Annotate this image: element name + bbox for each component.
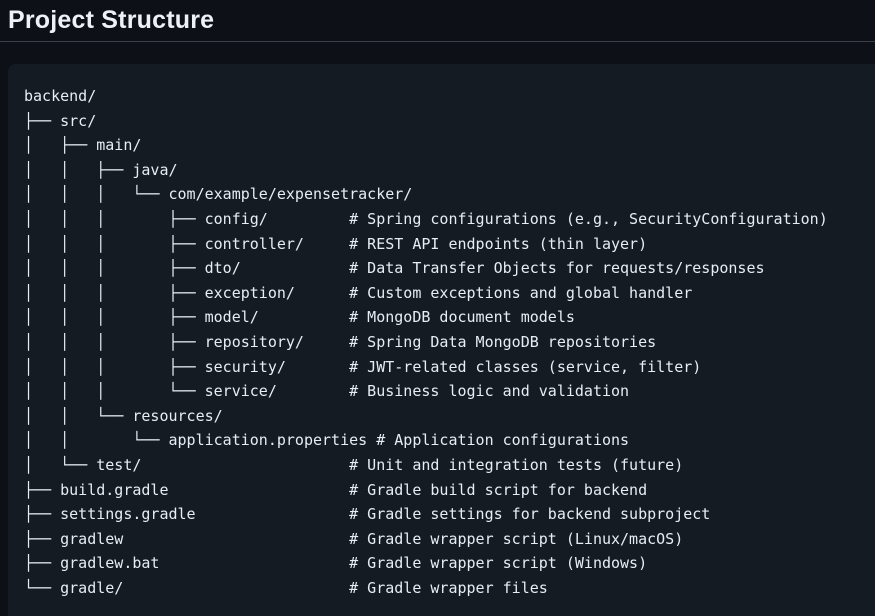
page-title: Project Structure <box>8 6 215 34</box>
project-structure-code-block: backend/ ├── src/ │ ├── main/ │ │ ├── ja… <box>8 64 875 616</box>
title-divider <box>0 41 875 42</box>
directory-tree: backend/ ├── src/ │ ├── main/ │ │ ├── ja… <box>24 87 828 597</box>
